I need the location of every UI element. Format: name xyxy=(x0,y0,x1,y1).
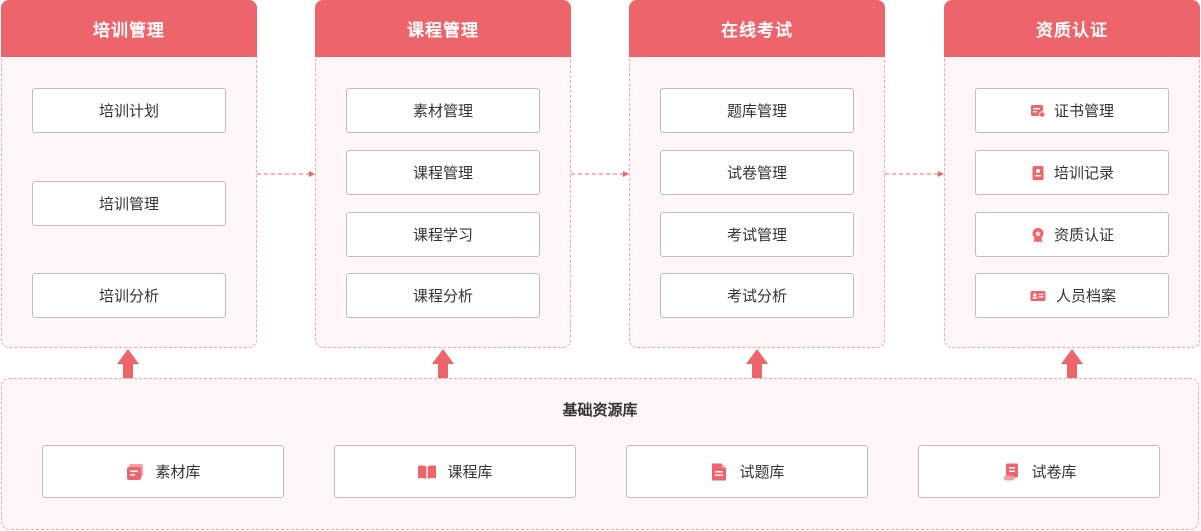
badge-icon xyxy=(1032,227,1044,242)
material-library-icon xyxy=(127,463,144,480)
item-paper-management[interactable]: 试卷管理 xyxy=(660,150,854,195)
module-course: 课程管理 素材管理 课程管理 课程学习 课程分析 xyxy=(315,0,571,348)
item-course-analysis[interactable]: 课程分析 xyxy=(346,273,540,318)
module-title: 资质认证 xyxy=(944,0,1200,57)
item-question-bank[interactable]: 题库管理 xyxy=(660,88,854,133)
id-card-icon xyxy=(1030,290,1046,301)
item-training-plan[interactable]: 培训计划 xyxy=(32,88,226,133)
item-training-management[interactable]: 培训管理 xyxy=(32,181,226,226)
module-title: 在线考试 xyxy=(629,0,885,57)
up-arrow xyxy=(117,349,1083,378)
library-paper[interactable]: 试卷库 xyxy=(918,445,1160,498)
item-training-analysis[interactable]: 培训分析 xyxy=(32,273,226,318)
foundation-title: 基础资源库 xyxy=(562,401,638,419)
item-personnel-archive[interactable]: 人员档案 xyxy=(975,273,1169,318)
module-exam: 在线考试 题库管理 试卷管理 考试管理 考试分析 xyxy=(629,0,885,348)
item-course-management[interactable]: 课程管理 xyxy=(346,150,540,195)
library-course[interactable]: 课程库 xyxy=(334,445,576,498)
library-material[interactable]: 素材库 xyxy=(42,445,284,498)
module-training: 培训管理 培训计划 培训管理 培训分析 xyxy=(1,0,257,348)
item-qualification[interactable]: 资质认证 xyxy=(975,212,1169,257)
scroll-icon xyxy=(1003,463,1019,480)
book-icon xyxy=(418,464,437,479)
module-title: 培训管理 xyxy=(1,0,257,57)
item-exam-analysis[interactable]: 考试分析 xyxy=(660,273,854,318)
certificate-icon xyxy=(1030,104,1046,118)
item-material-management[interactable]: 素材管理 xyxy=(346,88,540,133)
module-certification: 资质认证 证书管理 培训记录 资质认证 xyxy=(944,0,1200,348)
item-course-learning[interactable]: 课程学习 xyxy=(346,212,540,257)
library-question[interactable]: 试题库 xyxy=(626,445,868,498)
item-training-record[interactable]: 培训记录 xyxy=(975,150,1169,195)
module-title: 课程管理 xyxy=(315,0,571,57)
foundation-panel: 基础资源库 素材库 课程库 试题库 试卷库 xyxy=(1,378,1199,530)
document-icon xyxy=(712,463,727,480)
item-exam-management[interactable]: 考试管理 xyxy=(660,212,854,257)
item-certificate-management[interactable]: 证书管理 xyxy=(975,88,1169,133)
record-icon xyxy=(1032,165,1044,180)
